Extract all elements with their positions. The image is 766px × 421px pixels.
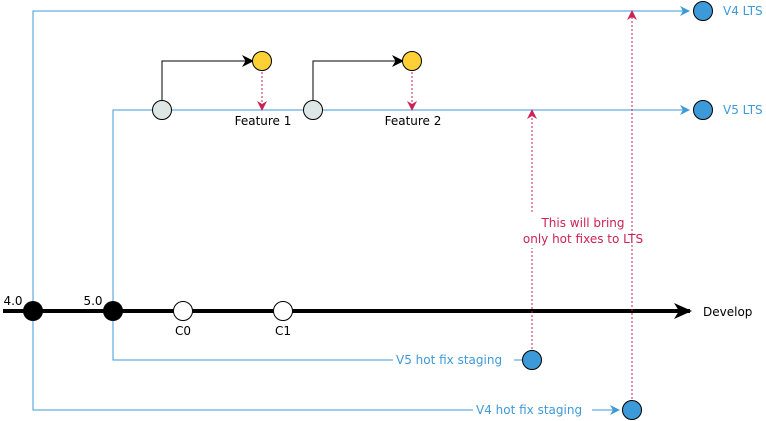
hotfix-note-line-1: This will bring	[540, 216, 624, 230]
feature-1-branch-point-node	[152, 100, 172, 120]
v4-lts-branch-line	[32, 6, 690, 311]
v4-lts-label: V4 LTS	[723, 4, 763, 18]
feature-1-node	[252, 51, 272, 71]
v5-lts-label: V5 LTS	[723, 103, 763, 117]
v4-hotfix-staging-label: V4 hot fix staging	[476, 403, 582, 417]
commit-c0-label: C0	[175, 324, 191, 338]
feature-2-branch-arrow	[312, 55, 404, 100]
feature-2-label: Feature 2	[385, 114, 442, 128]
develop-label: Develop	[703, 305, 752, 319]
feature-1-branch-arrow	[161, 55, 254, 100]
commit-c1-node	[273, 301, 293, 321]
hotfix-note-line-2: only hot fixes to LTS	[523, 232, 643, 246]
v5-lts-branch-line	[112, 105, 690, 311]
v4-lts-node	[693, 1, 713, 21]
feature-1-label: Feature 1	[235, 114, 292, 128]
v4-hotfix-staging-line	[32, 311, 473, 411]
version-4-node	[23, 301, 43, 321]
v5-hotfix-staging-line	[112, 311, 393, 361]
commit-c1-label: C1	[275, 324, 291, 338]
commit-c0-node	[173, 301, 193, 321]
version-4-label: 4.0	[3, 294, 22, 308]
version-5-label: 5.0	[83, 294, 102, 308]
v5-hotfix-staging-label: V5 hot fix staging	[396, 353, 502, 367]
v5-hotfix-staging-node	[522, 350, 542, 370]
feature-2-node	[402, 51, 422, 71]
v4-hotfix-staging-node	[622, 400, 642, 420]
v5-lts-node	[693, 100, 713, 120]
version-5-node	[103, 301, 123, 321]
feature-2-branch-point-node	[303, 100, 323, 120]
